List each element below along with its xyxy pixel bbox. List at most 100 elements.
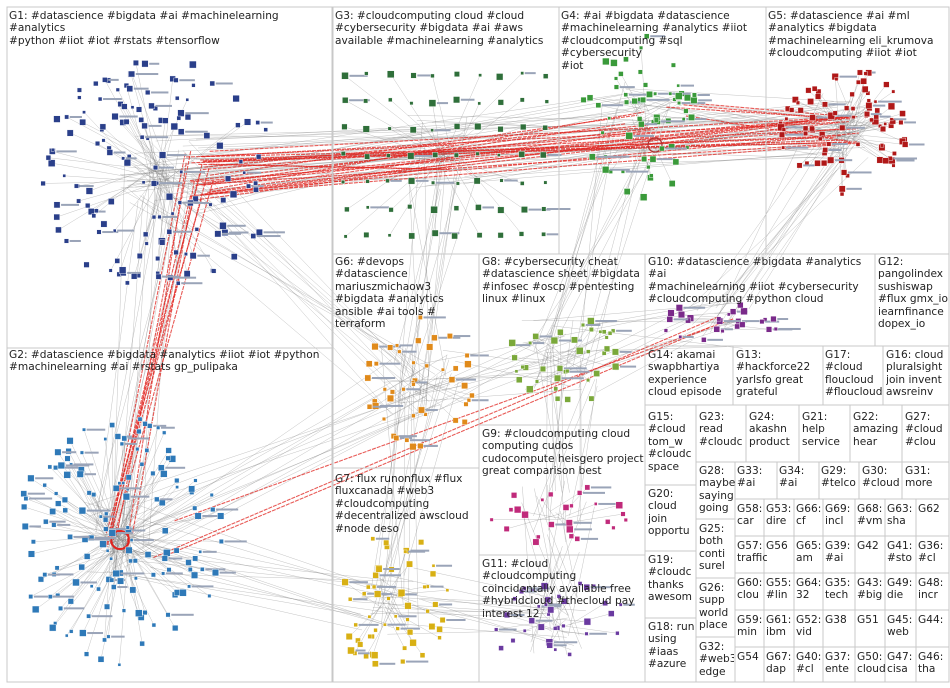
g3-node-12 xyxy=(388,97,393,102)
g2-node-label-130 xyxy=(29,525,41,528)
g1-node-18 xyxy=(238,159,243,164)
group-box-12 xyxy=(882,345,950,406)
g4-node-19 xyxy=(688,114,695,121)
g5-edge-75 xyxy=(843,138,883,146)
g11-node-label-4 xyxy=(541,605,562,608)
g7-node-label-13 xyxy=(406,660,429,663)
g2-edge-57 xyxy=(30,548,123,597)
inter-edge-17-2 xyxy=(522,514,561,641)
g8-node-16 xyxy=(587,317,595,325)
g5-node-label-34 xyxy=(878,100,902,103)
g9-edge-6 xyxy=(550,492,580,512)
g8-node-6 xyxy=(532,333,539,340)
g1-edge-74 xyxy=(51,162,159,183)
g1-node-label-114 xyxy=(108,78,119,81)
g7-node-44 xyxy=(409,639,417,647)
g7-node-label-20 xyxy=(353,598,368,601)
g5-node-51 xyxy=(855,142,861,147)
g2-node-126 xyxy=(192,505,198,511)
g3-node-20 xyxy=(341,123,348,130)
g2-node-114 xyxy=(99,540,107,548)
g1-node-89 xyxy=(53,115,61,123)
g5-node-label-84 xyxy=(847,171,872,174)
g10-node-label-0 xyxy=(741,320,765,323)
g6-node-31 xyxy=(411,360,416,365)
g4-node-label-57 xyxy=(697,93,710,96)
g1-node-11 xyxy=(148,102,155,110)
g10-node-label-22 xyxy=(673,318,689,321)
small-group-box-2-5 xyxy=(884,572,917,611)
g6-node-43 xyxy=(366,404,373,410)
g7-node-label-25 xyxy=(436,564,453,567)
g6-edge-12 xyxy=(413,379,453,393)
group-box-6 xyxy=(644,253,876,347)
g2-node-109 xyxy=(54,565,60,571)
g8-node-13 xyxy=(556,365,564,372)
g10-node-24 xyxy=(726,312,731,317)
g2-node-15 xyxy=(192,555,199,562)
inter-edge-7-2 xyxy=(397,389,582,403)
inter-edge-11-3 xyxy=(403,387,406,597)
g7-node-7 xyxy=(353,622,358,627)
g2-node-label-82 xyxy=(111,635,125,638)
g8-edge-10 xyxy=(568,329,592,361)
g5-node-48 xyxy=(856,79,861,85)
inter-edge-8-5 xyxy=(533,302,741,321)
inter-edge-5-6 xyxy=(106,182,197,513)
g1-node-label-131 xyxy=(182,201,201,204)
g2-node-85 xyxy=(165,612,171,618)
g9-node-23 xyxy=(605,519,611,525)
g5-node-45 xyxy=(809,114,816,121)
g7-node-label-1 xyxy=(430,585,444,588)
inter-edge-2-10 xyxy=(126,156,840,181)
g2-node-label-121 xyxy=(53,595,74,598)
inter-edge-8-1 xyxy=(522,302,733,344)
g8-node-label-24 xyxy=(616,329,632,332)
g4-node-59 xyxy=(613,84,619,90)
g1-node-114 xyxy=(102,77,108,83)
g1-node-label-31 xyxy=(158,166,175,169)
g3-node-45 xyxy=(455,181,460,186)
g1-node-86 xyxy=(250,233,257,239)
g11-node-6 xyxy=(544,596,551,603)
g2-node-label-96 xyxy=(103,515,116,518)
g2-node-16 xyxy=(125,546,133,554)
g7-edge-46 xyxy=(389,592,411,633)
inter-edge-6-7 xyxy=(112,404,441,513)
g2-node-92 xyxy=(142,610,148,616)
red-edge-0-11 xyxy=(204,132,859,195)
g1-node-78 xyxy=(150,180,158,187)
g7-node-label-45 xyxy=(379,662,396,665)
g2-node-88 xyxy=(86,613,91,619)
g6-node-30 xyxy=(382,417,386,421)
g5-node-35 xyxy=(795,100,801,105)
g6-node-label-12 xyxy=(455,378,476,381)
g2-node-label-85 xyxy=(171,613,194,616)
g6-edge-28 xyxy=(411,378,456,421)
g9-node-22 xyxy=(508,507,514,512)
g2-node-50 xyxy=(172,625,179,632)
g1-node-132 xyxy=(159,239,166,246)
g4-node-54 xyxy=(602,166,610,174)
g4-node-1 xyxy=(642,82,648,88)
g1-node-67 xyxy=(106,149,113,156)
g4-node-17 xyxy=(653,91,658,96)
inter-edge-11-8 xyxy=(377,396,423,607)
g3-node-35 xyxy=(453,152,459,158)
red-edge-2-1 xyxy=(111,179,214,546)
g2-node-label-19 xyxy=(134,539,154,542)
inter-edge-4-0 xyxy=(632,98,826,118)
g2-node-55 xyxy=(198,550,202,554)
g4-edge-0 xyxy=(620,73,643,113)
g2-node-91 xyxy=(139,462,145,467)
g3-node-49 xyxy=(543,180,548,185)
g1-edge-48 xyxy=(165,172,194,256)
g1-node-label-70 xyxy=(117,229,135,232)
g2-node-label-51 xyxy=(216,508,239,511)
g2-node-39 xyxy=(20,490,27,497)
g6-node-41 xyxy=(461,419,468,425)
g8-edge-30 xyxy=(561,332,611,354)
small-group-box-3-0 xyxy=(734,609,765,648)
g6-edge-34 xyxy=(421,380,425,411)
g5-node-73 xyxy=(809,125,815,132)
